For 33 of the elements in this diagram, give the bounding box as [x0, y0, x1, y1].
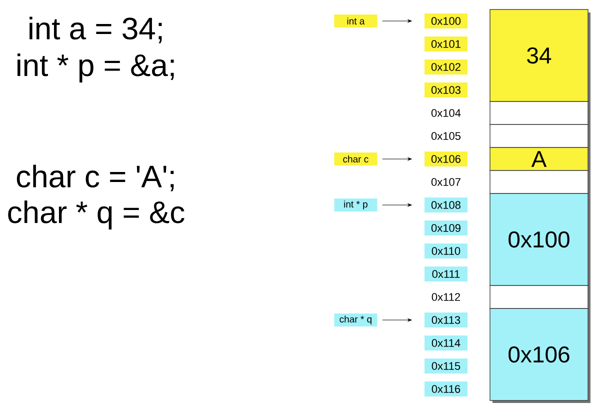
variable-tag: char c: [334, 152, 378, 166]
address-box: 0x115: [424, 358, 468, 374]
memory-cell: 0x100: [490, 193, 588, 286]
address-box: 0x113: [424, 312, 468, 328]
variable-tag: int a: [334, 14, 378, 28]
memory-cell: [490, 285, 588, 309]
address-box: 0x101: [424, 36, 468, 52]
address-box: 0x106: [424, 152, 468, 166]
address-label: 0x104: [431, 109, 461, 117]
memory-cell: A: [490, 147, 588, 171]
memory-cell: 0x106: [490, 308, 588, 401]
address-box: 0x114: [424, 336, 468, 350]
address-label: 0x105: [431, 132, 460, 140]
code-line: int * p = &a;: [18, 54, 174, 82]
address-box: 0x102: [424, 60, 468, 74]
address-box: 0x100: [424, 14, 468, 28]
address-box: 0x116: [424, 382, 468, 396]
memory-cell: [490, 124, 588, 148]
address-box: 0x111: [424, 266, 468, 282]
address-box: 0x103: [424, 82, 468, 98]
address-label: 0x112: [432, 293, 460, 301]
address-box: 0x109: [424, 220, 468, 236]
code-line: char c = 'A';: [16, 164, 174, 192]
address-box: 0x110: [424, 244, 468, 258]
address-label: 0x107: [431, 178, 460, 186]
address-box: 0x108: [424, 198, 468, 212]
code-line: char * q = &c: [8, 200, 184, 230]
code-line: int a = 34;: [30, 16, 162, 44]
variable-tag: char * q: [334, 314, 378, 326]
variable-tag: int * p: [334, 198, 378, 212]
memory-cell: [490, 170, 588, 194]
memory-cell: [490, 101, 588, 125]
memory-cell: 34: [490, 9, 588, 102]
